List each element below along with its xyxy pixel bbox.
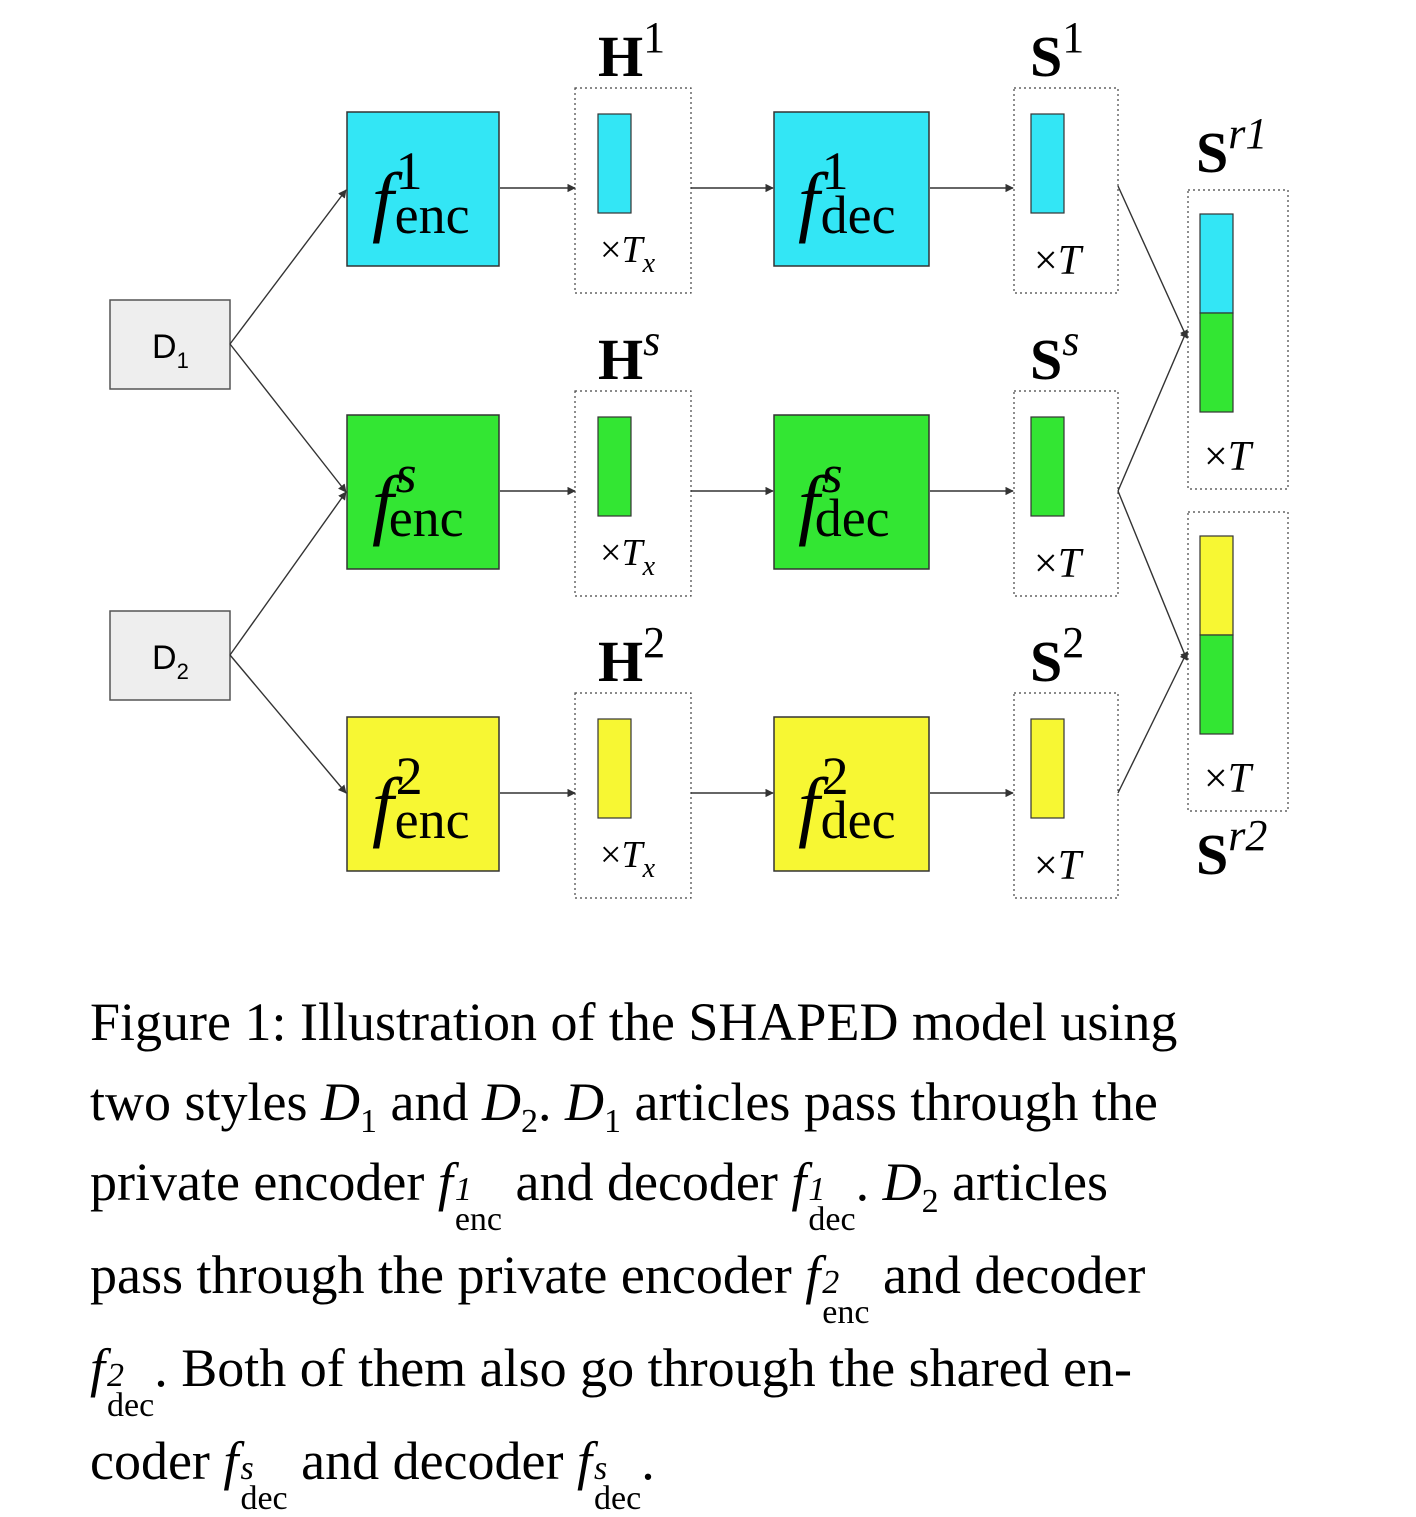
encoder-box-yellow [346,716,500,872]
domain-label-1: D1 [152,328,189,373]
s-dim-yellow: ×T [1034,843,1084,889]
result-top-segment-2 [1199,535,1234,636]
encoder-box-cyan [346,111,500,267]
edge-d2-enc2 [229,654,347,794]
caption-line-2: two styles D1 and D2. D1 articles pass t… [90,1072,1158,1140]
s-vector-cyan [1030,113,1065,214]
encoder-box-green [346,414,500,570]
caption-line-1: Figure 1: Illustration of the SHAPED mod… [90,992,1178,1052]
edge-d1-enc1 [229,189,347,345]
s-dim-green: ×T [1034,541,1084,587]
domain-label-2: D2 [152,639,189,684]
result-dim-1: ×T [1204,434,1254,480]
edge-s2-r2 [1117,651,1188,794]
decoder-box-green [773,414,930,570]
result-bottom-segment-2 [1199,634,1234,735]
result-dim-2: ×T [1204,756,1254,802]
figure-caption: Figure 1: Illustration of the SHAPED mod… [90,982,1395,1517]
edge-d2-encs [229,491,347,656]
result-label-2: Sr2 [1196,811,1267,887]
result-top-segment-1 [1199,213,1234,314]
s-label-yellow: S2 [1030,618,1084,694]
h-dim-green: ×Tx [600,532,656,582]
h-vector-cyan [597,113,632,214]
h-vector-green [597,416,632,517]
edge-s1-r1 [1117,185,1188,339]
h-dim-cyan: ×Tx [600,229,656,279]
edge-ss-r1 [1117,329,1188,492]
result-label-1: Sr1 [1196,109,1267,185]
s-container-yellow [1013,692,1119,899]
h-vector-yellow [597,718,632,819]
edge-ss-r2 [1117,490,1189,661]
s-container-cyan [1013,87,1119,294]
h-label-green: Hs [598,316,660,392]
result-container-1 [1187,189,1289,490]
s-vector-green [1030,416,1065,517]
h-dim-yellow: ×Tx [600,834,656,884]
result-bottom-segment-1 [1199,312,1234,413]
decoder-box-yellow [773,716,930,872]
s-vector-yellow [1030,718,1065,819]
s-dim-cyan: ×T [1034,238,1084,284]
edge-d1-encs [229,343,347,493]
h-label-cyan: H1 [598,13,665,89]
result-container-2 [1187,511,1289,812]
domain-box-1 [109,299,231,390]
decoder-box-cyan [773,111,930,267]
s-label-cyan: S1 [1030,13,1084,89]
s-container-green [1013,390,1119,597]
s-label-green: Ss [1030,316,1079,392]
h-label-yellow: H2 [598,618,665,694]
